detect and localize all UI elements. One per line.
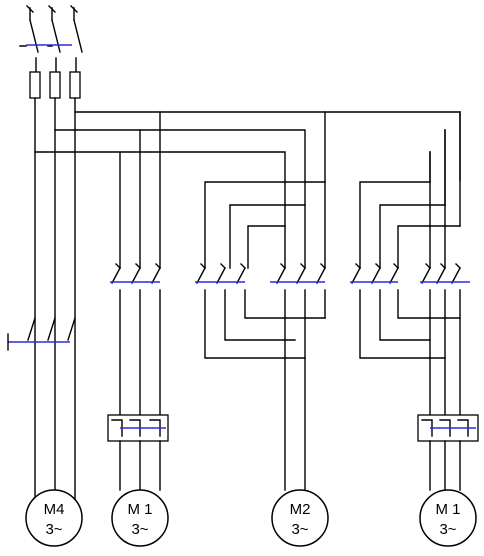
motor-m4-phase: 3~ — [45, 521, 62, 538]
m1-contactor — [107, 263, 169, 491]
m2-contactors — [195, 181, 326, 491]
motor-m2: M2 3~ — [271, 489, 329, 547]
motor-m4: M4 3~ — [25, 489, 83, 547]
motor-m1-right-phase: 3~ — [439, 521, 456, 538]
motor-m2-name: M2 — [290, 501, 311, 518]
main-bus — [34, 97, 461, 501]
motor-m1-left-name: M 1 — [127, 501, 152, 518]
motor-m1-right: M 1 3~ — [419, 489, 477, 547]
m4-switch — [7, 317, 76, 351]
motor-m1-left-phase: 3~ — [131, 521, 148, 538]
fuses — [29, 71, 81, 99]
supply-isolator — [19, 5, 83, 73]
motor-m1-right-name: M 1 — [435, 501, 460, 518]
motor-m4-name: M4 — [44, 501, 65, 518]
m1b-contactors — [350, 111, 479, 491]
motor-m2-phase: 3~ — [291, 521, 308, 538]
motor-m1-left: M 1 3~ — [111, 489, 169, 547]
